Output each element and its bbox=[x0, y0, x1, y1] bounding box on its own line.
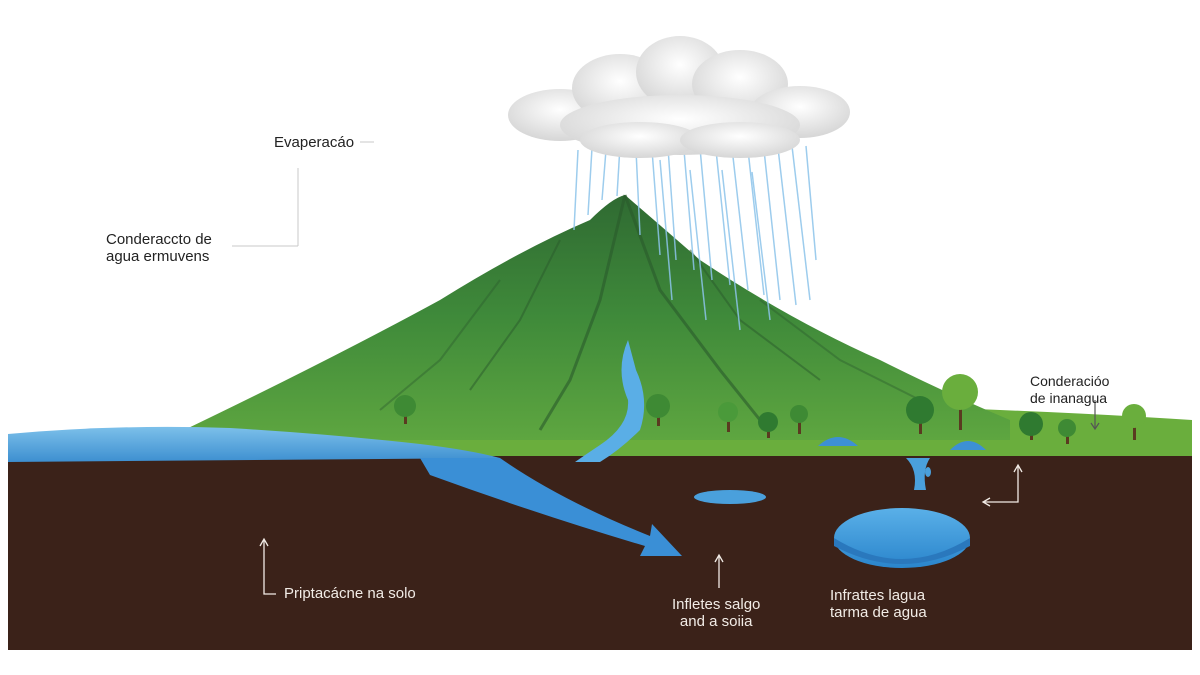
label-precipitation-soil: Priptacácne na solo bbox=[284, 585, 416, 602]
leader-lines bbox=[232, 141, 374, 247]
label-evaporation: Evaperacáo bbox=[274, 134, 354, 151]
arrow-soil-right bbox=[981, 463, 1023, 507]
label-infiltration-center: Infletes salgo and a soiia bbox=[672, 596, 760, 630]
label-infiltration-right-line1: Infrattes lagua bbox=[830, 587, 926, 604]
surface-water-mound-2 bbox=[950, 441, 986, 450]
label-condensation-left-line1: Conderaccto de bbox=[106, 231, 212, 248]
groundwater-pocket-small bbox=[694, 490, 766, 504]
arrow-precipitation-soil bbox=[259, 537, 276, 595]
soil-layer bbox=[8, 452, 1192, 650]
label-condensation-right: Conderacióo de inanagua bbox=[1030, 373, 1109, 407]
river-icon bbox=[575, 340, 645, 462]
label-condensation-right-line1: Conderacióo bbox=[1030, 373, 1110, 389]
groundwater-icon bbox=[834, 458, 970, 568]
tree-icon bbox=[394, 374, 1146, 444]
mountain-icon bbox=[180, 194, 1010, 440]
label-condensation-right-line2: de inanagua bbox=[1030, 390, 1108, 406]
surface-water-mound-1 bbox=[818, 437, 858, 446]
rain-icon bbox=[573, 145, 817, 331]
label-evaporation-text: Evaperacáo bbox=[274, 134, 355, 151]
label-precipitation-soil-text: Priptacácne na solo bbox=[284, 585, 416, 602]
label-infiltration-right-line2: tarma de agua bbox=[830, 604, 927, 621]
label-infiltration-center-line1: Infletes salgo bbox=[672, 596, 761, 613]
arrow-infiltration-center bbox=[714, 553, 724, 588]
label-infiltration-right: Infrattes lagua tarma de agua bbox=[830, 587, 927, 621]
label-condensation-left: Conderaccto de agua ermuvens bbox=[106, 231, 212, 265]
lake-icon bbox=[8, 426, 500, 462]
label-infiltration-center-line2: and a soiia bbox=[679, 613, 753, 630]
label-condensation-left-line2: agua ermuvens bbox=[106, 248, 210, 265]
groundwater-flow-arrow bbox=[420, 458, 682, 556]
arrow-right-condensation bbox=[1090, 400, 1100, 431]
cloud-icon bbox=[508, 36, 850, 158]
